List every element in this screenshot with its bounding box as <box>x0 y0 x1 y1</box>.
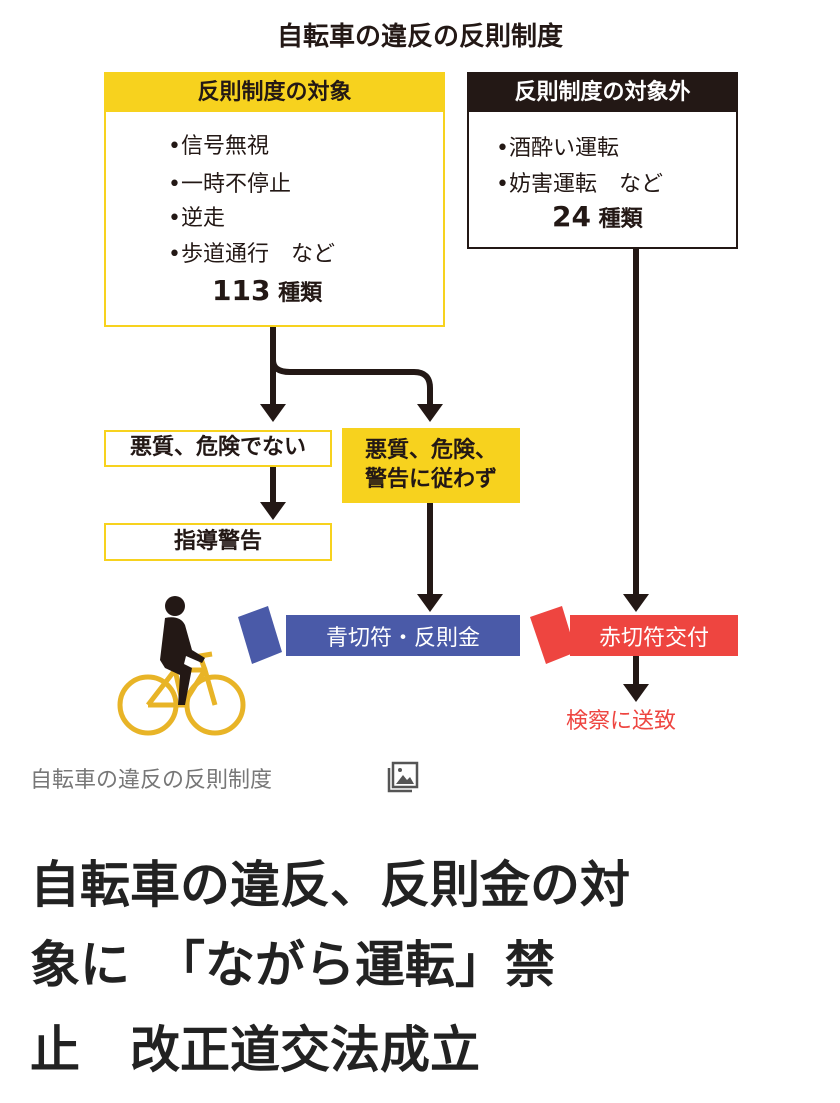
covered-item: •逆走 <box>168 206 225 231</box>
not-covered-count-unit: 種類 <box>598 207 643 232</box>
blue-ticket-bar: 青切符・反則金 <box>286 615 520 656</box>
covered-box: 反則制度の対象 <box>104 72 445 327</box>
arrow-head-icon <box>417 404 443 422</box>
covered-count-unit: 種類 <box>278 281 323 306</box>
covered-item: •一時不停止 <box>168 172 291 197</box>
not-covered-count-number: 24 <box>552 200 591 233</box>
headline-line: 自転車の違反、反則金の対 <box>30 856 630 914</box>
covered-count: 113 種類 <box>212 274 322 307</box>
flow-lines <box>117 248 649 736</box>
prosecution-label: 検察に送致 <box>566 709 677 734</box>
not-malicious-box: 悪質、危険でない <box>104 430 332 467</box>
figure-title: 自転車の違反の反則制度 <box>276 22 563 52</box>
not-covered-box: 反則制度の対象外 <box>467 72 738 249</box>
arrow-head-icon <box>417 594 443 612</box>
covered-header: 反則制度の対象 <box>106 74 443 112</box>
covered-item: •歩道通行 など <box>168 242 335 267</box>
covered-item: •信号無視 <box>168 134 269 159</box>
headline-line: 止 改正道交法成立 <box>30 1021 480 1079</box>
headline-line: 象に 「ながら運転」禁 <box>30 936 555 994</box>
guidance-box: 指導警告 <box>104 523 332 561</box>
not-covered-header: 反則制度の対象外 <box>469 74 736 112</box>
blue-ticket-piece <box>238 606 282 664</box>
arrow-head-icon <box>623 684 649 702</box>
gallery-icon[interactable] <box>386 760 420 794</box>
covered-count-number: 113 <box>212 274 271 307</box>
malicious-box: 悪質、危険、 警告に従わず <box>342 428 520 503</box>
arrow-head-icon <box>623 594 649 612</box>
not-covered-item: •妨害運転 など <box>496 172 663 197</box>
cyclist-icon <box>117 596 246 736</box>
red-ticket-bar: 赤切符交付 <box>570 615 738 656</box>
arrow-head-icon <box>260 502 286 520</box>
not-covered-count: 24 種類 <box>552 200 643 233</box>
red-ticket-piece <box>530 606 576 664</box>
not-covered-item: •酒酔い運転 <box>496 136 619 161</box>
arrow-line <box>270 359 433 408</box>
image-caption: 自転車の違反の反則制度 <box>30 768 273 793</box>
arrow-head-icon <box>260 404 286 422</box>
